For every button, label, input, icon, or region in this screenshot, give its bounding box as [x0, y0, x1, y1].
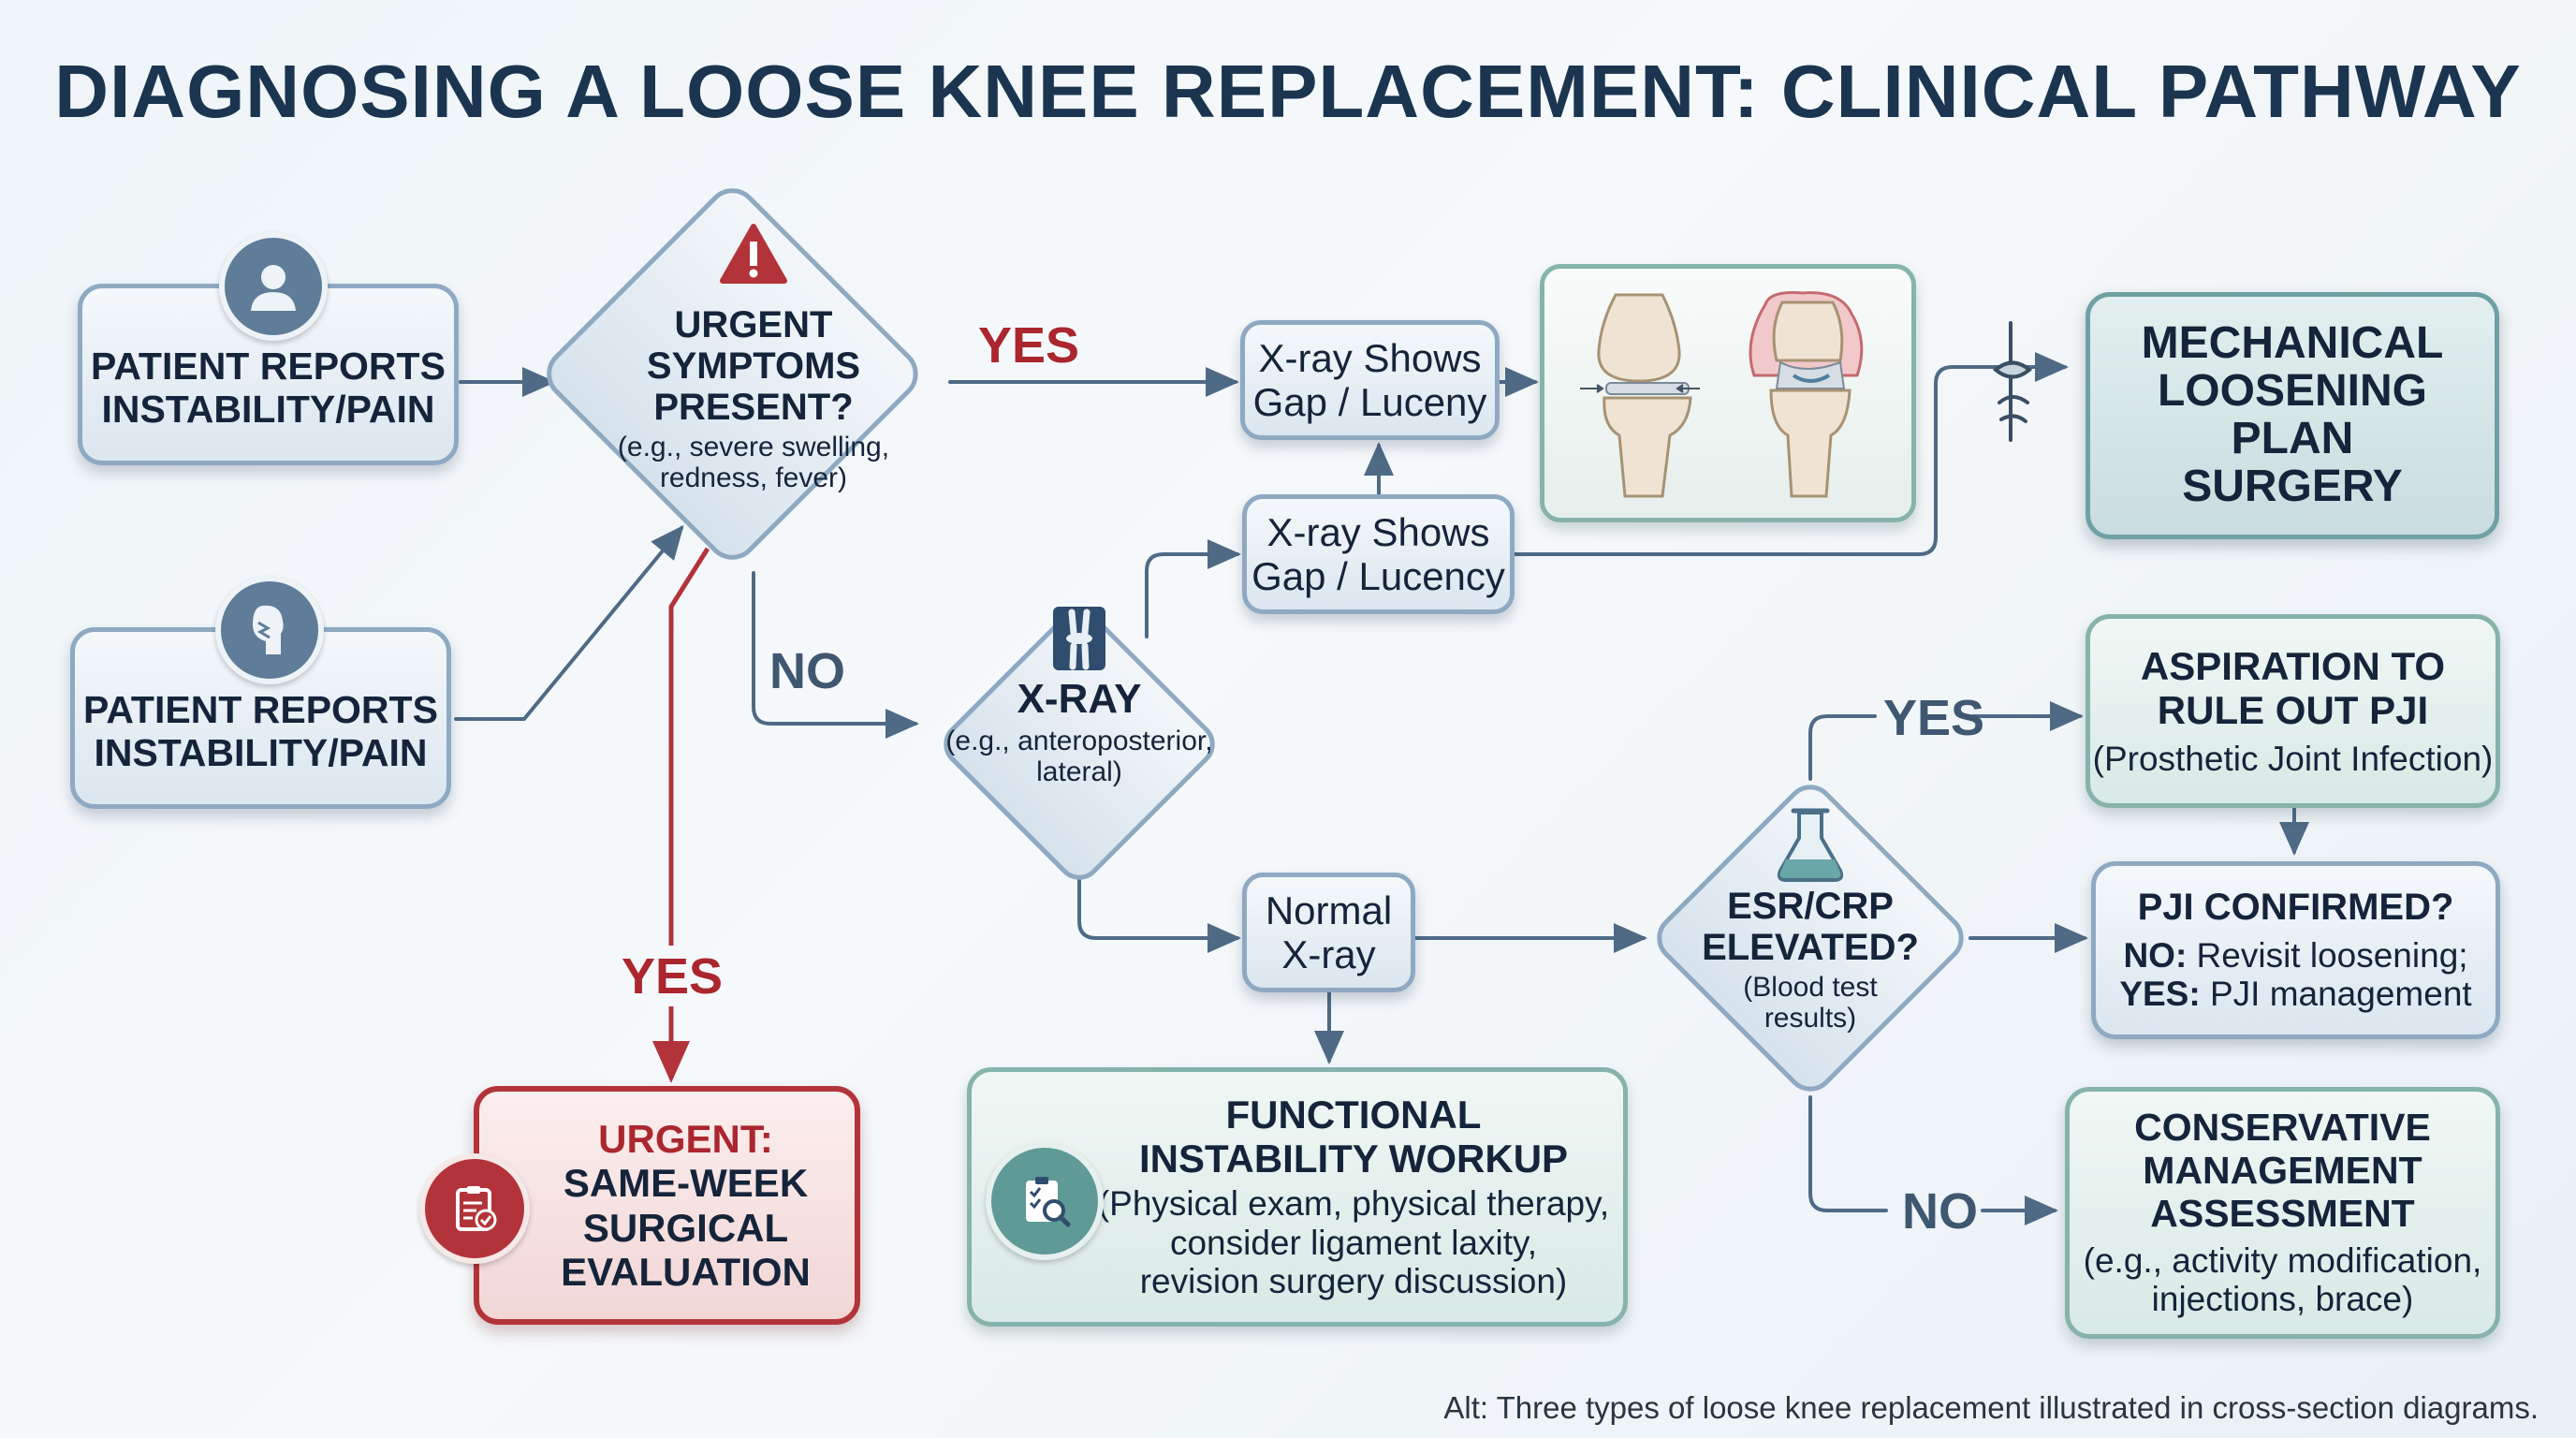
pji-no-text: Revisit loosening; [2187, 935, 2468, 975]
edge-label-yes-red: YES [622, 948, 724, 1005]
urgent-diamond [547, 188, 918, 560]
person-icon [219, 232, 328, 341]
pji-yes-line: YES: PJI management [2119, 975, 2471, 1013]
patient-reports-box-2: PATIENT REPORTS INSTABILITY/PAIN [70, 627, 451, 809]
mechanical-loosening-box: MECHANICAL LOOSENING PLAN SURGERY [2086, 292, 2499, 539]
edge-xray-normal [1077, 873, 1241, 953]
conservative-title: CONSERVATIVE MANAGEMENT ASSESSMENT [2134, 1106, 2431, 1236]
edge-esr-conservative [1808, 1095, 1888, 1212]
flask-icon [1777, 808, 1844, 882]
pji-confirmed-title: PJI CONFIRMED? [2137, 887, 2454, 929]
conservative-management-box: CONSERVATIVE MANAGEMENT ASSESSMENT (e.g.… [2065, 1087, 2500, 1339]
functional-instability-sub: (Physical exam, physical therapy, consid… [1097, 1184, 1610, 1301]
urgent-symptoms-sub: (e.g., severe swelling, redness, fever) [617, 431, 890, 493]
edge-label-yes-top: YES [978, 317, 1080, 374]
edge-label-no-left: NO [769, 643, 845, 699]
mechanical-loosening-label: MECHANICAL LOOSENING PLAN SURGERY [2141, 318, 2444, 511]
knee-cross-section-illustration [1540, 264, 1916, 522]
patient-reports-label-1: PATIENT REPORTS INSTABILITY/PAIN [91, 345, 446, 431]
esr-diamond [1657, 785, 1964, 1092]
esr-crp-question: ESR/CRP ELEVATED? (Blood test results) [1679, 885, 1941, 1034]
pji-yes-text: PJI management [2200, 975, 2472, 1014]
normal-xray-label: Normal X-ray [1265, 888, 1393, 976]
xray-title: X-RAY [1017, 675, 1142, 722]
pji-no-line: NO: Revisit loosening; [2123, 936, 2467, 975]
urgent-evaluation-text: SAME-WEEK SURGICAL EVALUATION [561, 1161, 811, 1294]
edge-esr-aspiration [1808, 714, 1877, 781]
pji-confirmed-box: PJI CONFIRMED? NO: Revisit loosening; YE… [2091, 861, 2500, 1039]
aspiration-title: ASPIRATION TO RULE OUT PJI [2140, 643, 2446, 732]
warning-icon [720, 224, 787, 284]
knee-illustration-svg [1580, 291, 1864, 498]
clipboard-check-icon [419, 1153, 530, 1264]
xray-gap-label-2: X-ray Shows Gap / Lucency [1251, 509, 1505, 598]
xray-question: X-RAY (e.g., anteroposterior, lateral) [939, 676, 1220, 788]
edge-label-yes-esr: YES [1883, 690, 1985, 746]
xray-knee-icon [1053, 607, 1105, 670]
urgent-symptoms-title: URGENT SYMPTOMS PRESENT? [646, 303, 861, 428]
xray-sub: (e.g., anteroposterior, lateral) [945, 726, 1213, 788]
functional-instability-title: FUNCTIONAL INSTABILITY WORKUP [1138, 1093, 1569, 1181]
footer-caption: Alt: Three types of loose knee replaceme… [1443, 1390, 2539, 1425]
patient-reports-label-2: PATIENT REPORTS INSTABILITY/PAIN [83, 688, 438, 774]
aspiration-sub: (Prosthetic Joint Infection) [2092, 739, 2494, 778]
edge-label-no-esr: NO [1902, 1183, 1978, 1240]
conservative-sub: (e.g., activity modification, injections… [2083, 1240, 2482, 1319]
edge-xray-gap2 [1145, 539, 1241, 638]
page-title: DIAGNOSING A LOOSE KNEE REPLACEMENT: CLI… [54, 50, 2522, 133]
edge-gap2-mechanical [1513, 352, 2069, 556]
xray-gap-label-1: X-ray Shows Gap / Luceny [1252, 335, 1487, 424]
knee-implant-icon [1992, 321, 2033, 442]
edge-urgent-red-yes [668, 547, 710, 946]
normal-xray-box: Normal X-ray [1242, 873, 1415, 992]
xray-gap-box-2: X-ray Shows Gap / Lucency [1242, 494, 1515, 614]
esr-crp-sub: (Blood test results) [1743, 972, 1878, 1034]
knee-pain-icon [215, 576, 324, 684]
xray-diamond [944, 609, 1215, 880]
urgent-evaluation-box: URGENT: SAME-WEEK SURGICAL EVALUATION [474, 1086, 860, 1325]
edge-urgent-no [752, 571, 919, 739]
clipboard-search-icon [986, 1142, 1104, 1260]
xray-gap-box-1: X-ray Shows Gap / Luceny [1240, 320, 1500, 440]
pji-yes-label: YES: [2119, 975, 2201, 1014]
pji-no-label: NO: [2123, 935, 2188, 975]
urgent-symptoms-question: URGENT SYMPTOMS PRESENT? (e.g., severe s… [594, 298, 913, 499]
aspiration-box: ASPIRATION TO RULE OUT PJI (Prosthetic J… [2086, 614, 2500, 808]
esr-crp-title: ESR/CRP ELEVATED? [1702, 886, 1919, 968]
urgent-evaluation-heading: URGENT: [598, 1117, 773, 1162]
edge-patient2-urgent [454, 524, 684, 721]
